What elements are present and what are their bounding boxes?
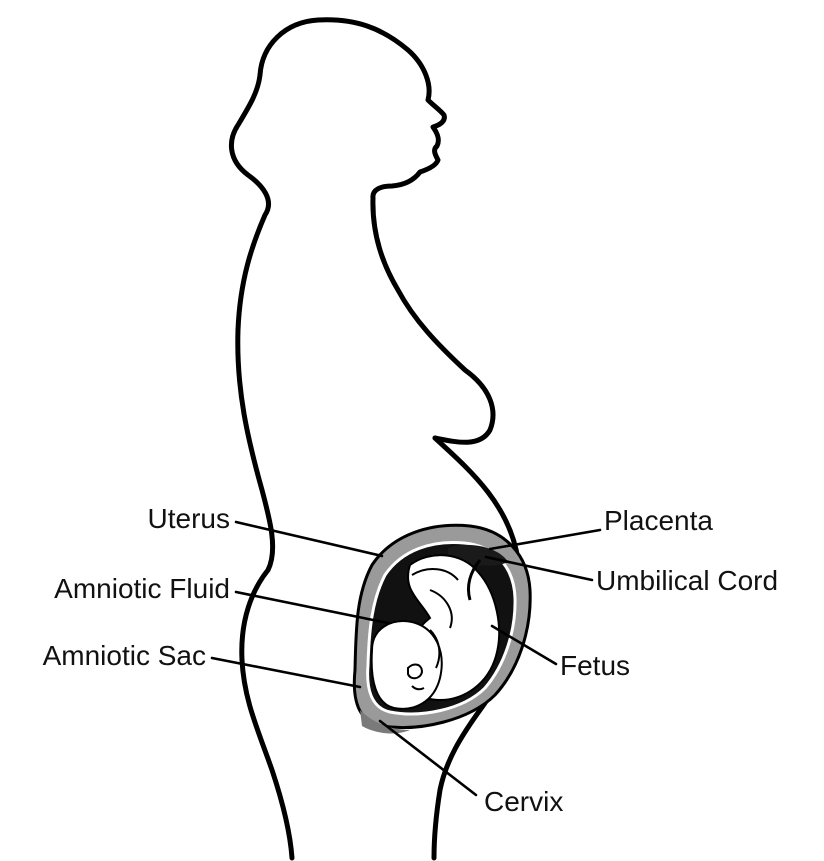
label-umbilical-cord: Umbilical Cord <box>596 565 778 596</box>
label-uterus: Uterus <box>148 503 230 534</box>
leader-line-amniotic-sac <box>212 658 360 687</box>
label-amniotic-fluid: Amniotic Fluid <box>54 573 230 604</box>
leader-line-uterus <box>236 522 382 556</box>
body-silhouette <box>231 20 493 858</box>
label-fetus: Fetus <box>560 650 630 681</box>
label-amniotic-sac: Amniotic Sac <box>43 640 206 671</box>
label-placenta: Placenta <box>604 505 713 536</box>
leader-line-cervix <box>380 721 476 795</box>
label-cervix: Cervix <box>484 786 563 817</box>
